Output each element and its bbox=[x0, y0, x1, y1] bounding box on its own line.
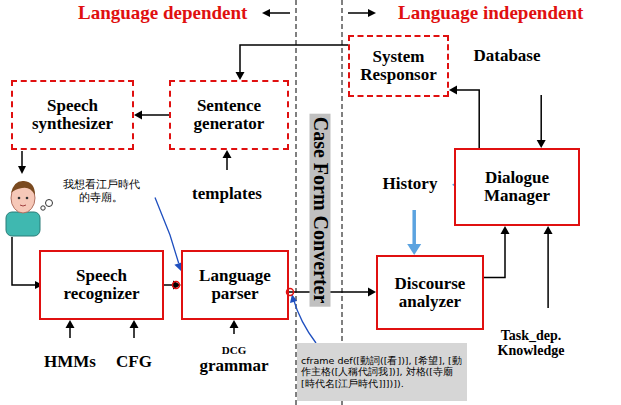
history-cloud: History bbox=[368, 158, 452, 210]
arrow-head bbox=[262, 9, 270, 17]
bubble-tail bbox=[41, 206, 45, 210]
flow-arrow bbox=[544, 226, 553, 308]
node-label: History bbox=[383, 175, 438, 193]
wire bbox=[21, 151, 23, 168]
flow-arrow bbox=[449, 86, 479, 149]
arrow-head bbox=[368, 9, 376, 17]
bubble-tail bbox=[46, 200, 53, 207]
resource-ellipse: HMMs bbox=[32, 338, 108, 386]
node-label: cframe def([動詞([看])], [希望], [動作主格([人稱代詞我… bbox=[297, 353, 467, 391]
resource-ellipse: DCGgrammar bbox=[184, 334, 284, 386]
node-label: Language parser bbox=[183, 267, 287, 303]
node-label: CFG bbox=[116, 353, 152, 371]
direction-arrow bbox=[348, 12, 370, 14]
flow-arrow bbox=[230, 320, 239, 334]
process-box: Dialogue Manager bbox=[454, 148, 580, 226]
person-figure bbox=[6, 181, 40, 236]
node-label: Sentence generator bbox=[171, 97, 287, 133]
flow-arrow bbox=[407, 210, 421, 255]
node-label: Case Form Converter bbox=[310, 113, 331, 306]
case-frame-box: cframe def([動詞([看])], [希望], [動作主格([人稱代詞我… bbox=[297, 343, 467, 401]
wire bbox=[12, 237, 37, 285]
node-label: grammar bbox=[200, 357, 269, 375]
converter-ellipse: Case Form Converter bbox=[300, 22, 340, 397]
node-label: System Responsor bbox=[350, 48, 447, 84]
process-box: Speech recognizer bbox=[39, 250, 164, 320]
node-label: DCG bbox=[222, 345, 246, 357]
node-label: templates bbox=[192, 185, 262, 203]
flow-arrow bbox=[289, 288, 376, 297]
flow-arrow bbox=[134, 111, 169, 120]
direction-arrow bbox=[268, 12, 290, 14]
resource-ellipse: templates bbox=[172, 170, 282, 218]
process-box: Speech synthesizer bbox=[11, 80, 134, 150]
node-label: Database bbox=[473, 47, 540, 65]
node-label: Speech recognizer bbox=[41, 267, 162, 303]
join-mark bbox=[173, 282, 180, 289]
node-label: HMMs bbox=[44, 353, 96, 371]
arrow-head bbox=[290, 294, 297, 303]
node-label: Speech synthesizer bbox=[13, 97, 132, 133]
region-heading: Language independent bbox=[398, 2, 583, 24]
resource-ellipse: Task_dep. Knowledge bbox=[470, 308, 592, 380]
node-label: Task_dep. Knowledge bbox=[470, 329, 592, 358]
flow-arrow bbox=[537, 95, 546, 148]
region-heading: Language dependent bbox=[78, 2, 247, 24]
flow-arrow bbox=[223, 150, 232, 170]
node-label: 我想看江戶時代的寺廟。 bbox=[47, 179, 155, 204]
process-box: System Responsor bbox=[348, 35, 449, 97]
node-label: Dialogue Manager bbox=[456, 169, 578, 205]
resource-ellipse: CFG bbox=[104, 338, 164, 386]
arrow-head bbox=[18, 166, 26, 174]
flow-arrow bbox=[164, 281, 181, 290]
flow-arrow bbox=[484, 226, 510, 278]
flow-arrow bbox=[130, 320, 139, 338]
join-mark bbox=[287, 289, 294, 296]
node-label: Discourse analyzer bbox=[378, 275, 482, 311]
speech-bubble: 我想看江戶時代的寺廟。 bbox=[47, 169, 155, 215]
flow-arrow bbox=[66, 320, 75, 338]
process-box: Sentence generator bbox=[169, 80, 289, 150]
process-box: Language parser bbox=[181, 250, 289, 320]
flow-arrow bbox=[236, 45, 349, 80]
process-box: Discourse analyzer bbox=[376, 255, 484, 330]
